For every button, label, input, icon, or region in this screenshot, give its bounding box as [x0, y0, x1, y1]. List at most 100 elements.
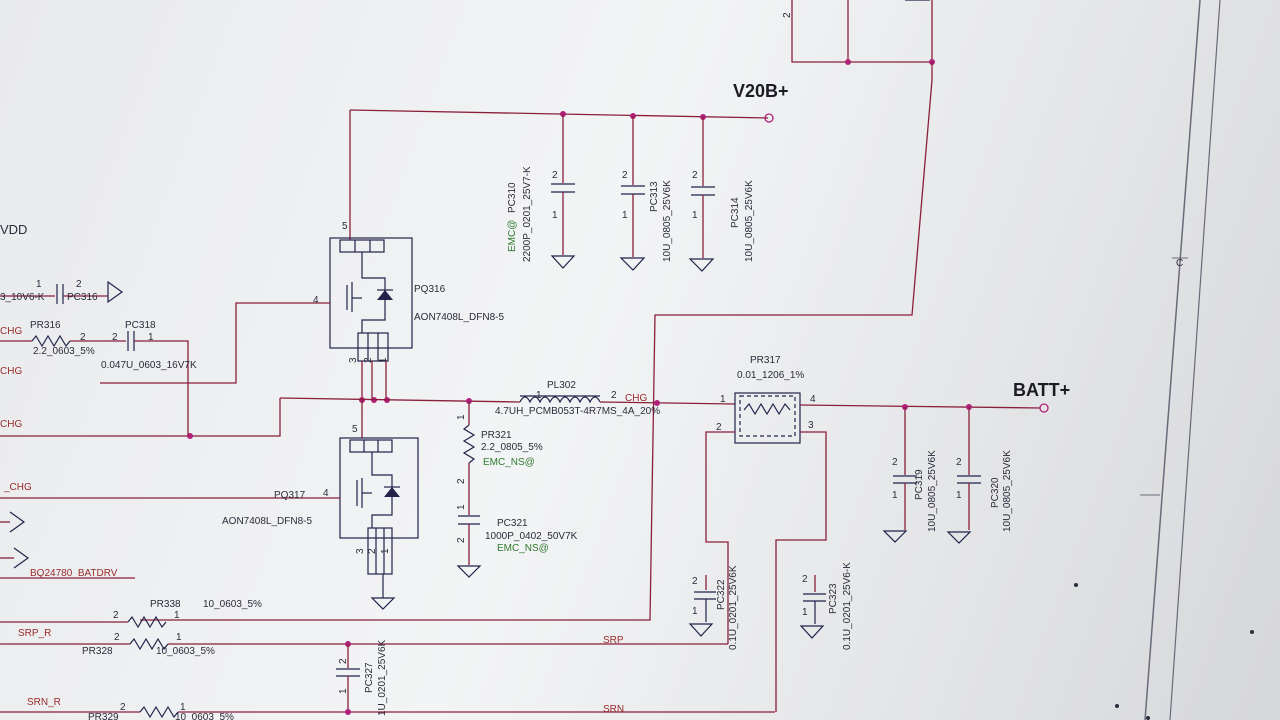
svg-text:2: 2: [552, 170, 558, 181]
svg-text:1: 1: [552, 210, 558, 221]
svg-text:PC313: PC313: [649, 181, 660, 212]
svg-text:EMC_NS@: EMC_NS@: [483, 457, 535, 468]
svg-text:1: 1: [378, 357, 389, 363]
batt-port: [1039, 403, 1049, 413]
pr329-ref: PR329: [88, 712, 119, 720]
inductor-pl302: PL302 4.7UH_PCMB053T-4R7MS_4A_20% 1 2 CH…: [495, 380, 736, 417]
dot-mark: [1250, 630, 1254, 634]
svg-text:2: 2: [338, 658, 349, 664]
svg-text:PC322: PC322: [716, 579, 727, 610]
dot-mark: [1146, 716, 1150, 720]
svg-text:2: 2: [76, 279, 82, 290]
pq317-value: AON7408L_DFN8-5: [222, 516, 312, 527]
svg-text:3: 3: [808, 420, 814, 431]
switch-node: CHG: [0, 361, 521, 439]
left-side-parts: VDD 3_10V6-K PC316 1 2 CHG PR316 2.2_060…: [0, 222, 197, 579]
mosfet-pq317: PQ317 AON7408L_DFN8-5 5 4 3 2 1 _CHG: [0, 424, 419, 610]
svg-text:1: 1: [36, 279, 42, 290]
pc327-ref: PC327: [364, 662, 375, 693]
svg-text:EMC@: EMC@: [507, 220, 518, 252]
mosfet-pq316: PQ316 AON7408L_DFN8-5 5 4 3 2 1: [100, 221, 504, 384]
net-srn-r: SRN_R: [27, 697, 61, 708]
svg-text:PC310: PC310: [507, 182, 518, 213]
svg-text:1: 1: [456, 504, 467, 510]
net-chg-left2: CHG: [0, 366, 22, 377]
dot-mark: [1115, 704, 1119, 708]
svg-text:PC316: PC316: [67, 292, 98, 303]
svg-text:1: 1: [338, 688, 349, 694]
net-label-chg: CHG: [625, 393, 647, 404]
svg-text:1: 1: [456, 414, 467, 420]
capacitor-pc322: PC322 0.1U_0201_25V6K 2 1: [688, 565, 739, 650]
svg-text:10_0603_5%: 10_0603_5%: [175, 712, 234, 720]
pq317-ref: PQ317: [274, 490, 306, 501]
svg-text:3: 3: [355, 548, 366, 554]
svg-text:2: 2: [802, 574, 808, 585]
net-srp-r: SRP_R: [18, 628, 51, 639]
pc318-ref: PC318: [125, 320, 156, 331]
svg-text:0.047U_0603_16V7K: 0.047U_0603_16V7K: [101, 360, 197, 371]
svg-text:5: 5: [342, 221, 348, 232]
svg-text:1U_0201_25V6K: 1U_0201_25V6K: [377, 639, 388, 716]
pq316-value: AON7408L_DFN8-5: [414, 312, 504, 323]
svg-text:2: 2: [367, 548, 378, 554]
zone-label-c: C: [1176, 258, 1183, 269]
svg-text:EMC_NS@: EMC_NS@: [497, 543, 549, 554]
svg-text:2: 2: [892, 457, 898, 468]
svg-text:1: 1: [380, 548, 391, 554]
svg-text:10U_0805_25V6K: 10U_0805_25V6K: [927, 450, 938, 532]
net-label-batt: BATT+: [1013, 380, 1070, 400]
pl302-value: 4.7UH_PCMB053T-4R7MS_4A_20%: [495, 406, 660, 417]
svg-text:3_10V6-K: 3_10V6-K: [0, 292, 45, 303]
svg-text:4: 4: [313, 295, 319, 306]
svg-text:2.2_0805_5%: 2.2_0805_5%: [481, 442, 543, 453]
svg-text:2: 2: [456, 478, 467, 484]
svg-text:2: 2: [692, 170, 698, 181]
svg-text:0.01_1206_1%: 0.01_1206_1%: [737, 370, 804, 381]
net-vdd: VDD: [0, 222, 27, 237]
sense-resistor-pr317: BATT+ PR317 0.01_1206_1% 1 4 2 3: [705, 355, 1070, 712]
svg-text:1: 1: [176, 632, 182, 643]
v20b-rail: V20B+: [349, 81, 789, 240]
svg-text:1: 1: [892, 490, 898, 501]
svg-text:PC314: PC314: [730, 197, 741, 228]
svg-text:2: 2: [956, 457, 962, 468]
svg-text:10U_0805_25V6K: 10U_0805_25V6K: [662, 180, 673, 262]
svg-text:0.1U_0201_25V6-K: 0.1U_0201_25V6-K: [842, 562, 853, 650]
net-label-v20b: V20B+: [733, 81, 789, 101]
svg-text:5: 5: [352, 424, 358, 435]
svg-text:1: 1: [180, 702, 186, 713]
svg-text:0.1U_0201_25V6K: 0.1U_0201_25V6K: [728, 565, 739, 650]
svg-text:PC320: PC320: [990, 477, 1001, 508]
net-label-srp: SRP: [603, 635, 624, 646]
svg-text:2: 2: [622, 170, 628, 181]
capacitor-pc319: PC319 10U_0805_25V6K 2 1: [882, 407, 938, 543]
net-batdrv: BQ24780_BATDRV: [30, 568, 118, 579]
svg-text:10_0603_5%: 10_0603_5%: [156, 646, 215, 657]
net-chg-left3: CHG: [0, 419, 22, 430]
net-chg-left4: _CHG: [3, 482, 32, 493]
v20b-port: [764, 113, 774, 123]
pr317-ref: PR317: [750, 355, 781, 366]
svg-text:2.2_0603_5%: 2.2_0603_5%: [33, 346, 95, 357]
sense-lines: PR338 10_0603_5% 2 1 SRP_R SRP PR328 10_…: [0, 599, 775, 720]
svg-text:1: 1: [622, 210, 628, 221]
pr316-ref: PR316: [30, 320, 61, 331]
pl302-ref: PL302: [547, 380, 576, 391]
svg-text:10_0603_5%: 10_0603_5%: [203, 599, 262, 610]
svg-text:2: 2: [112, 332, 118, 343]
pr338-ref: PR338: [150, 599, 181, 610]
svg-text:1: 1: [148, 332, 154, 343]
svg-text:2: 2: [456, 537, 467, 543]
capacitor-pc320: PC320 10U_0805_25V6K 2 1: [946, 407, 1013, 544]
svg-text:2: 2: [363, 357, 374, 363]
svg-text:1: 1: [956, 490, 962, 501]
svg-text:1: 1: [802, 607, 808, 618]
svg-text:1000P_0402_50V7K: 1000P_0402_50V7K: [485, 531, 578, 542]
top-right-block: 2: [140, 0, 935, 621]
snubber-pr321-pc321: PR321 2.2_0805_5% EMC_NS@ PC321 1000P_04…: [456, 401, 578, 578]
svg-text:2: 2: [716, 422, 722, 433]
svg-text:4: 4: [323, 488, 329, 499]
svg-text:3: 3: [348, 357, 359, 363]
